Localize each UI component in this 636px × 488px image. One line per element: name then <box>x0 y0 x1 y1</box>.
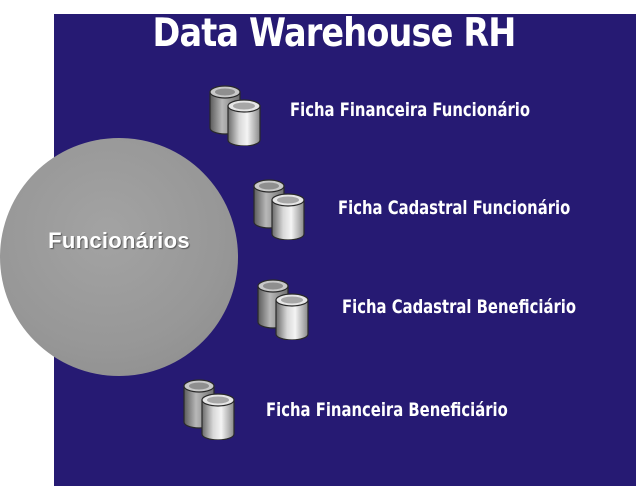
page-title: Data Warehouse RH <box>152 11 516 56</box>
database-icon <box>182 376 240 440</box>
item-label-ficha-financeira-funcionario: Ficha Financeira Funcionário <box>290 99 531 121</box>
item-label-ficha-financeira-beneficiario: Ficha Financeira Beneficiário <box>266 399 508 421</box>
database-icon <box>208 82 266 146</box>
database-icon <box>252 176 310 240</box>
item-label-ficha-cadastral-funcionario: Ficha Cadastral Funcionário <box>338 197 571 219</box>
database-icon <box>256 276 314 340</box>
item-label-ficha-cadastral-beneficiario: Ficha Cadastral Beneficiário <box>342 296 577 318</box>
center-circle <box>0 138 238 376</box>
center-label: Funcionários <box>48 228 190 253</box>
